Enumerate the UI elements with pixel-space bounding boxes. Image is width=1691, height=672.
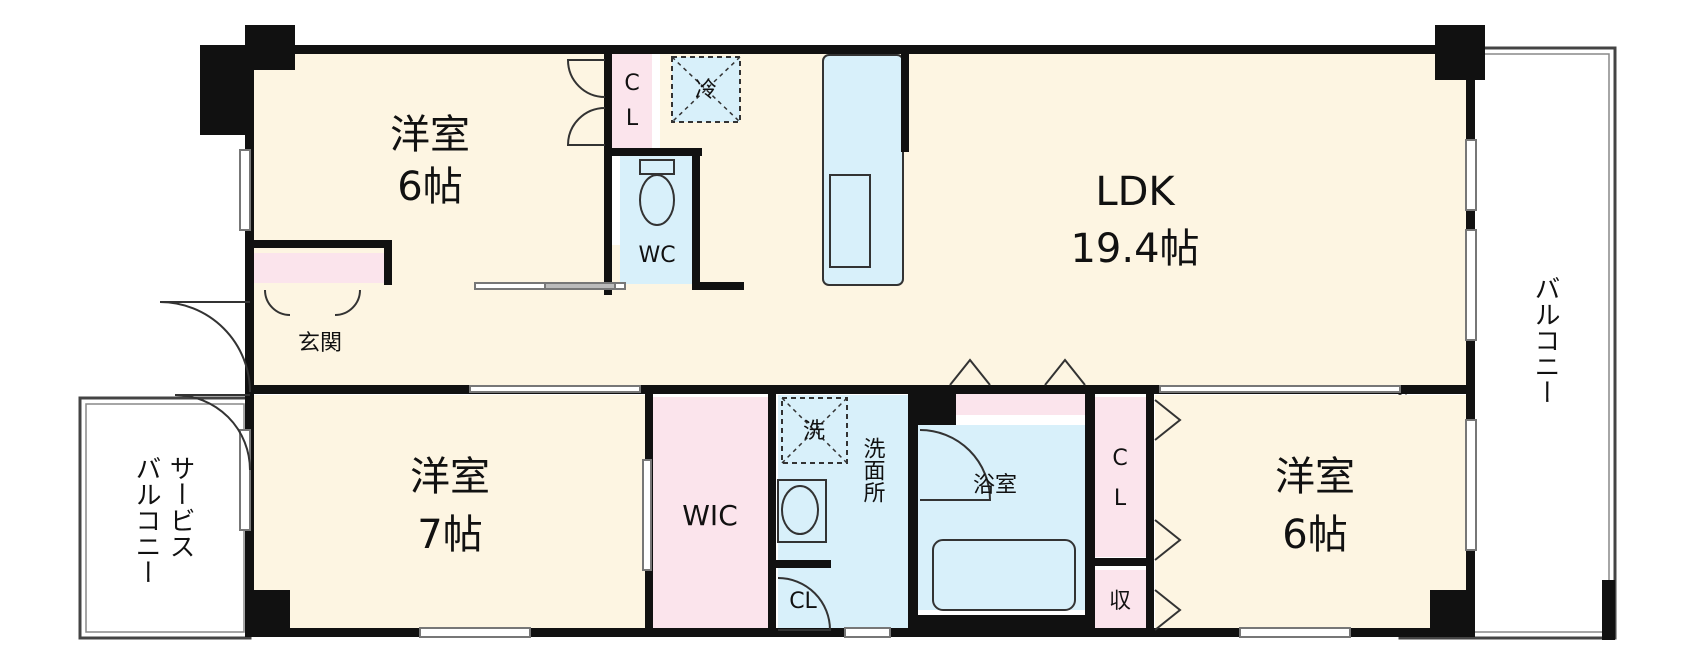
- storage-label: 収: [1109, 589, 1131, 614]
- ldk-size: 19.4帖: [1070, 226, 1199, 272]
- doors: [159, 59, 1182, 631]
- bedroom-se-name: 洋室: [1275, 454, 1355, 500]
- bathroom-label: 浴室: [973, 473, 1017, 498]
- service-balcony-line2: バルコニー: [131, 455, 161, 585]
- washer-label: 洗: [803, 419, 825, 444]
- bedroom-nw-name: 洋室: [390, 112, 470, 158]
- bedroom-sw-name: 洋室: [410, 454, 490, 500]
- shoe-closet-floor: [252, 253, 384, 283]
- closet-top-c: C: [624, 71, 639, 96]
- service-balcony-line1: サービス: [165, 455, 195, 559]
- storage-floor: [1093, 570, 1146, 630]
- closet-right-floor: [1093, 397, 1146, 557]
- bedroom-nw-size: 6帖: [397, 164, 462, 210]
- bathtub: [932, 539, 1076, 611]
- floor-areas: [250, 50, 1470, 635]
- fridge-space: [671, 56, 741, 123]
- bedroom-se-floor: [1155, 395, 1470, 635]
- basin-icon: [777, 479, 827, 543]
- wic-floor: [651, 397, 768, 630]
- closet-right-l: L: [1114, 486, 1127, 511]
- closet-right-c: C: [1112, 446, 1127, 471]
- ldk-name: LDK: [1095, 169, 1176, 215]
- washer-space: [781, 397, 848, 464]
- bathroom-header-floor: [955, 393, 1085, 415]
- sink: [829, 174, 871, 268]
- balcony-main-label: バルコニー: [1530, 275, 1560, 405]
- toilet-icon: [639, 159, 675, 226]
- entrance-label: 玄関: [298, 331, 342, 356]
- closet-small-label: CL: [789, 589, 817, 614]
- ldk-floor: [660, 50, 1470, 385]
- closet-top-l: L: [626, 106, 639, 131]
- wic-label: WIC: [682, 499, 738, 532]
- walls: [200, 25, 1615, 640]
- washroom-label: 洗面所: [860, 437, 886, 503]
- bedroom-sw-floor: [250, 395, 645, 635]
- closet-top-floor: [612, 52, 652, 148]
- windows: [239, 139, 1477, 638]
- fridge-label: 冷: [695, 78, 717, 103]
- bedroom-se-size: 6帖: [1282, 512, 1347, 558]
- wc-label: WC: [638, 243, 675, 268]
- bedroom-nw-floor: [250, 50, 610, 245]
- bedroom-sw-size: 7帖: [417, 512, 482, 558]
- balcony-service: [78, 396, 252, 640]
